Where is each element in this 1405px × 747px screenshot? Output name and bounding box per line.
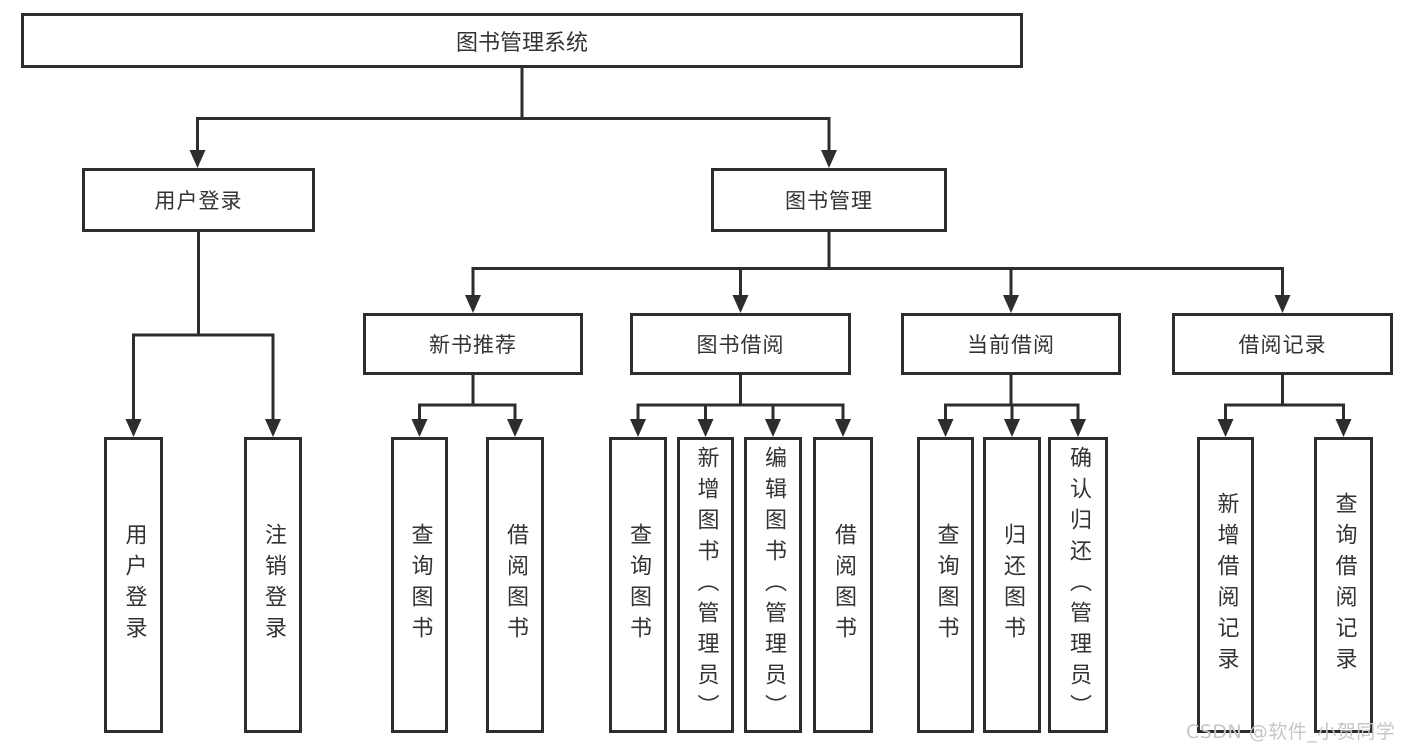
- node-book-borrow-label: 图书借阅: [696, 333, 785, 357]
- leaf-recommend-query-book: 查询图书: [391, 437, 448, 733]
- node-borrow-records: 借阅记录: [1172, 313, 1393, 375]
- leaf-records-add-record: 新增借阅记录: [1197, 437, 1254, 733]
- node-root: 图书管理系统: [21, 13, 1023, 68]
- node-book-management-label: 图书管理: [785, 189, 873, 213]
- leaf-borrow-query-book: 查询图书: [609, 437, 667, 733]
- leaf-user-login: 用户登录: [104, 437, 163, 733]
- node-current-borrow: 当前借阅: [901, 313, 1121, 375]
- node-user-login-label: 用户登录: [154, 189, 243, 213]
- node-user-login: 用户登录: [82, 168, 315, 232]
- node-new-book-recommend-label: 新书推荐: [429, 333, 517, 357]
- leaf-borrow-add-book-admin: 新增图书（管理员）: [677, 437, 734, 733]
- leaf-current-return-book: 归还图书: [983, 437, 1041, 733]
- leaf-borrow-edit-book-admin: 编辑图书（管理员）: [744, 437, 802, 733]
- node-current-borrow-label: 当前借阅: [967, 333, 1055, 357]
- leaf-borrow-borrow-book: 借阅图书: [813, 437, 873, 733]
- node-borrow-records-label: 借阅记录: [1238, 333, 1327, 357]
- leaf-recommend-borrow-book: 借阅图书: [486, 437, 544, 733]
- node-book-borrow: 图书借阅: [630, 313, 851, 375]
- leaf-current-query-book: 查询图书: [917, 437, 974, 733]
- leaf-current-confirm-return-admin: 确认归还（管理员）: [1048, 437, 1108, 733]
- csdn-watermark: CSDN @软件_小贺同学: [1186, 721, 1396, 743]
- node-root-label: 图书管理系统: [455, 30, 588, 56]
- leaf-logout: 注销登录: [244, 437, 302, 733]
- node-new-book-recommend: 新书推荐: [363, 313, 583, 375]
- leaf-records-query-record: 查询借阅记录: [1314, 437, 1373, 733]
- node-book-management: 图书管理: [711, 168, 947, 232]
